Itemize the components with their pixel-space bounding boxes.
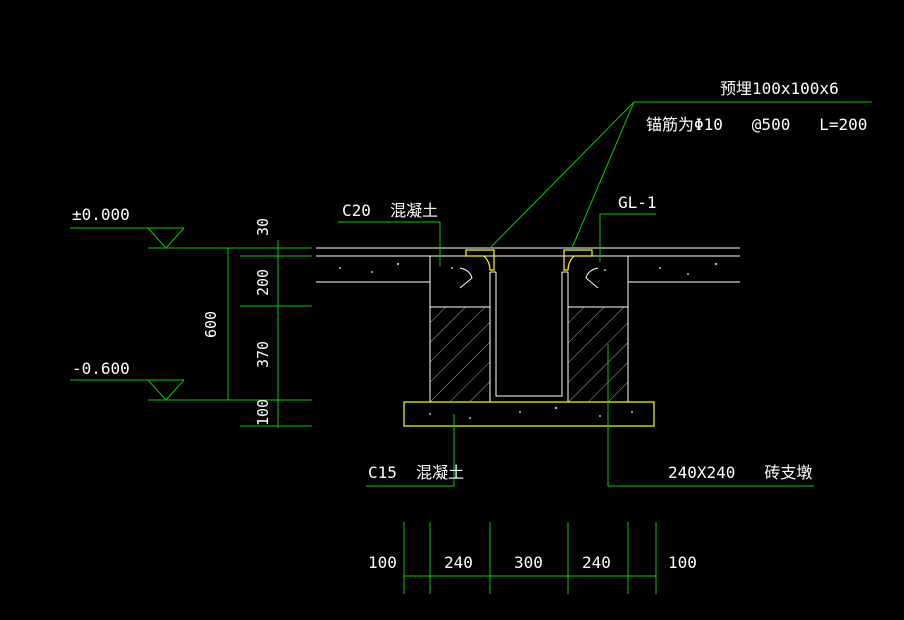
leader-lines — [338, 101, 872, 487]
dim-200: 200 — [254, 269, 272, 296]
hdim-100-right: 100 — [668, 553, 697, 572]
horizontal-dimensions — [403, 522, 657, 594]
c15-concrete-label: C15 混凝土 — [368, 463, 464, 482]
dim-30: 30 — [254, 218, 272, 236]
hdim-240-left: 240 — [444, 553, 473, 572]
hdim-100-left: 100 — [368, 553, 397, 572]
elevation-bottom-label: -0.600 — [72, 359, 130, 378]
embed-angle-right — [563, 249, 599, 289]
c20-concrete-label: C20 混凝土 — [342, 201, 438, 220]
base-slab — [403, 401, 655, 427]
embed-plate-label: 预埋100x100x6 — [720, 79, 839, 98]
embed-angle-left — [459, 249, 495, 289]
hdim-240-right: 240 — [582, 553, 611, 572]
dim-370: 370 — [254, 341, 272, 368]
floor-slab — [316, 247, 740, 283]
channel-walls — [429, 256, 629, 402]
elevation-top-label: ±0.000 — [72, 205, 130, 224]
hdim-300: 300 — [514, 553, 543, 572]
dim-100: 100 — [254, 399, 272, 426]
elevation-marker-bottom — [70, 379, 300, 401]
dim-600: 600 — [202, 311, 220, 338]
vertical-dimensions — [220, 240, 312, 428]
brick-pier-label: 240X240 砖支墩 — [668, 463, 812, 482]
anchor-bar-label: 锚筋为Φ10 @500 L=200 — [646, 115, 867, 134]
gl1-label: GL-1 — [618, 193, 657, 212]
